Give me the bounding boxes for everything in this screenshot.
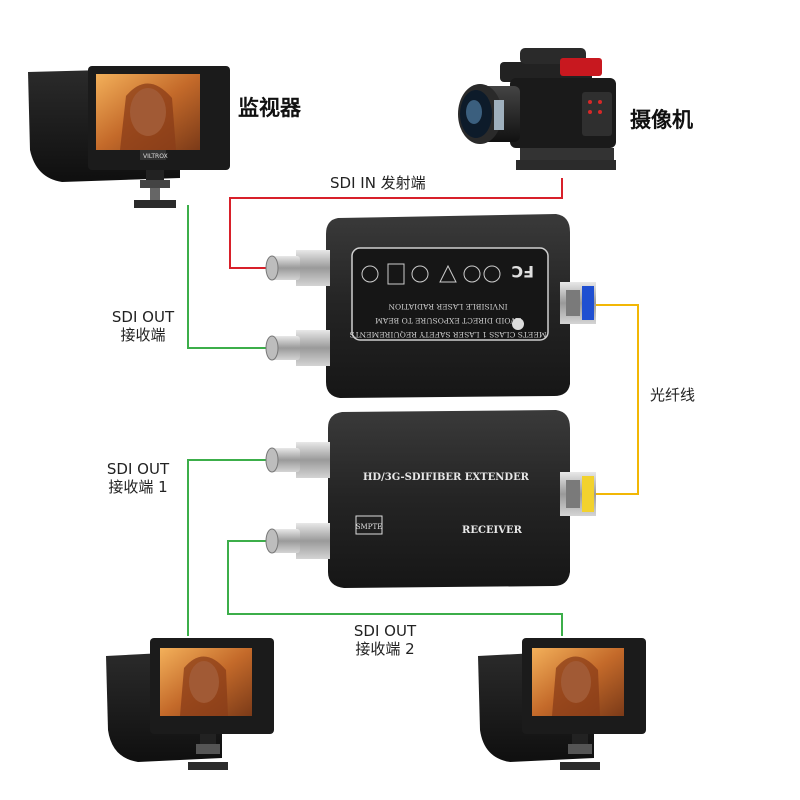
sdi-out-2-line1: SDI OUT xyxy=(353,622,417,640)
monitor-brand: VILTROX xyxy=(143,153,168,160)
smpte-mark: SMPTE xyxy=(356,523,382,531)
monitor-top-left: VILTROX xyxy=(28,66,230,208)
sdi-out-1-label: SDI OUT 接收端 1 xyxy=(98,460,178,496)
warning-line-2: AVOID DIRECT EXPOSURE TO BEAM xyxy=(375,316,522,325)
sdi-out-1-line2: 接收端 1 xyxy=(108,478,168,496)
laser-warning-icon xyxy=(512,318,524,330)
bnc-connector-tx-out xyxy=(265,330,330,366)
transmitter-device: FC MEETS CLASS 1 LASER SAFETY REQUIREMEN… xyxy=(265,214,596,398)
sfp-module-tx xyxy=(560,282,596,324)
bnc-connector-tx-in xyxy=(265,250,330,286)
receiver-device: HD/3G-SDIFIBER EXTENDER SMPTE RECEIVER xyxy=(265,410,596,588)
bnc-connector-rx-out-2 xyxy=(265,523,330,559)
receiver-title: HD/3G-SDIFIBER EXTENDER xyxy=(363,472,530,483)
fcc-mark: FC xyxy=(511,262,534,281)
camera-label: 摄像机 xyxy=(630,108,693,132)
sfp-module-rx xyxy=(560,472,596,516)
warning-line-1: INVISIBLE LASER RADIATION xyxy=(388,302,508,311)
green-cable-top-monitor xyxy=(187,205,270,349)
sdi-out-2-label: SDI OUT 接收端 2 xyxy=(340,622,430,658)
green-cable-output-1 xyxy=(187,459,270,636)
red-cable-sdi-in xyxy=(229,178,563,269)
sdi-in-label: SDI IN 发射端 xyxy=(330,174,426,192)
camera xyxy=(458,48,616,170)
monitor-bottom-left xyxy=(106,638,274,770)
monitor-bottom-right xyxy=(478,638,646,770)
green-cable-output-2 xyxy=(227,540,563,636)
sdi-out-top-line2: 接收端 xyxy=(120,326,166,344)
fiber-cable xyxy=(596,304,639,495)
warning-line-3: MEETS CLASS 1 LASER SAFETY REQUIREMENTS xyxy=(349,330,546,339)
sdi-out-2-line2: 接收端 2 xyxy=(355,640,415,658)
sdi-out-top-line1: SDI OUT xyxy=(111,308,175,326)
sdi-out-1-line1: SDI OUT xyxy=(106,460,170,478)
receiver-label: RECEIVER xyxy=(462,525,523,536)
monitor-label: 监视器 xyxy=(238,96,301,120)
bnc-connector-rx-out-1 xyxy=(265,442,330,478)
fiber-label: 光纤线 xyxy=(650,386,696,404)
sdi-out-top-label: SDI OUT 接收端 xyxy=(108,308,178,344)
